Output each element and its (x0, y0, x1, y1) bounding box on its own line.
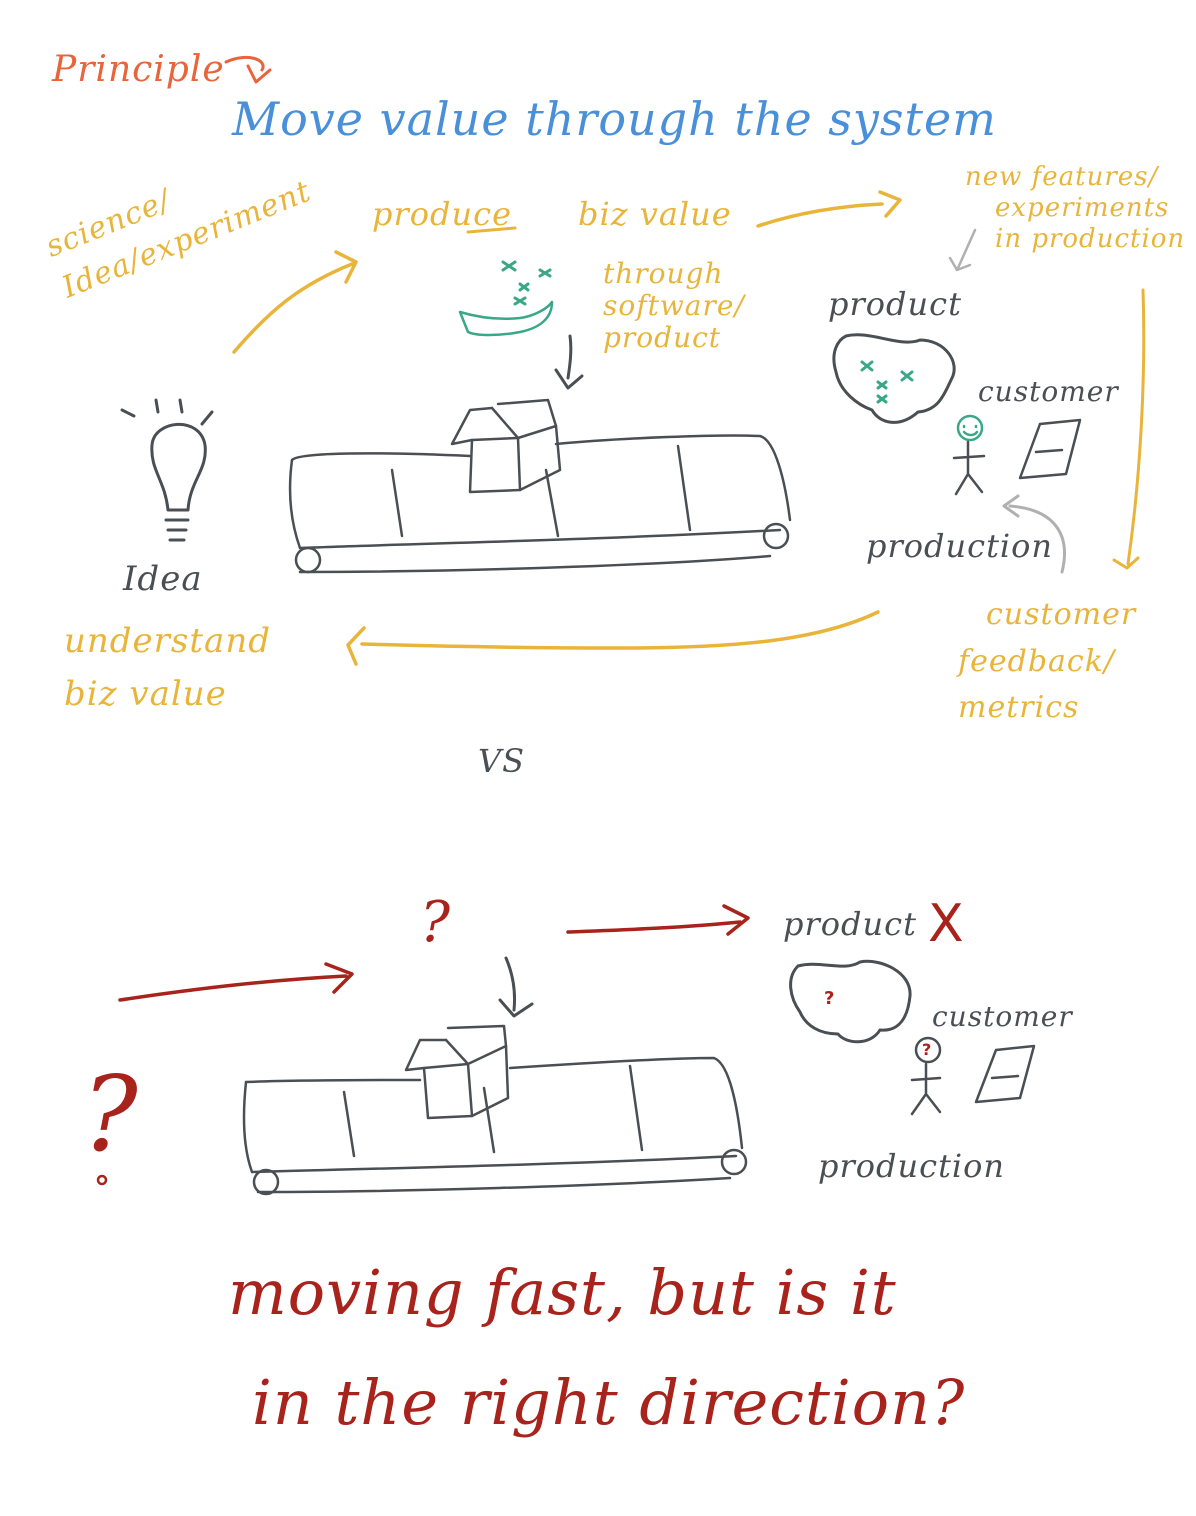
conveyor-top (288, 434, 792, 574)
software-line: software/ (603, 289, 745, 323)
experiments-line: experiments (995, 193, 1170, 224)
laptop-bottom (974, 1044, 1036, 1104)
product-blob-bottom (789, 959, 912, 1044)
biz-value-label: biz value (578, 195, 732, 233)
sparkles-top (501, 260, 552, 306)
science-to-produce-arrow (232, 250, 358, 354)
in-production-line: in production (995, 224, 1186, 255)
product-blob-top (832, 333, 956, 424)
down-arrow-bottom (498, 956, 534, 1018)
question-mark-top: ? (420, 890, 452, 955)
customer-figure-bottom (910, 1036, 942, 1116)
production-label-bottom: production (818, 1147, 1006, 1185)
left-red-arrow (118, 962, 354, 1002)
box-top (450, 398, 562, 494)
x-mark: X (928, 894, 965, 954)
customer-label-bottom: customer (932, 1000, 1073, 1033)
customer-label-top: customer (978, 375, 1119, 408)
conveyor-bottom (242, 1056, 748, 1196)
lightbulb-icon (120, 398, 214, 542)
biz-value-line: biz value (64, 673, 227, 714)
caption-line-2: in the right direction? (252, 1366, 966, 1439)
feedback-line: feedback/ (958, 643, 1115, 679)
laptop-top (1018, 418, 1082, 480)
product-label-bottom: product (783, 905, 917, 943)
feedback-to-idea-arrow (346, 610, 880, 666)
through-software-label: through software/ product (603, 257, 745, 355)
down-arrow-top (554, 334, 584, 390)
right-feedback-line (1112, 288, 1146, 570)
customer-feedback-label: customer feedback/ metrics (958, 592, 1136, 732)
sparkles-blob (860, 360, 914, 404)
blob-question-mark: ? (824, 988, 835, 1009)
understand-biz-value-label: understand biz value (64, 615, 271, 720)
produce-underline (466, 226, 517, 234)
vs-label: VS (478, 742, 526, 780)
box-bottom (404, 1024, 510, 1120)
through-line: through (603, 257, 724, 290)
customer-line: customer (986, 597, 1137, 632)
new-features-gray-arrow (948, 228, 977, 272)
production-gray-arrow (1002, 494, 1066, 574)
left-question-dot (96, 1174, 108, 1186)
question-mark-left: ? (82, 1053, 139, 1175)
new-features-line: new features/ (965, 162, 1159, 192)
idea-label: Idea (123, 559, 203, 599)
product-line: product (603, 321, 722, 355)
produce-label: produce (372, 195, 512, 233)
bizvalue-to-product-arrow (756, 190, 902, 228)
understand-line: understand (64, 621, 271, 661)
hand-icon (458, 300, 554, 337)
product-label-top: product (828, 285, 962, 323)
principle-arrow (224, 56, 272, 84)
principle-label: Principle (52, 49, 225, 90)
production-label-top: production (866, 527, 1054, 565)
new-features-label: new features/ experiments in production (965, 162, 1185, 256)
customer-figure-top (952, 414, 986, 496)
caption-line-1: moving fast, but is it (228, 1256, 897, 1329)
page-title: Move value through the system (232, 92, 997, 146)
face-question-mark: ? (922, 1040, 932, 1059)
metrics-line: metrics (958, 690, 1080, 725)
right-red-arrow (566, 904, 750, 936)
